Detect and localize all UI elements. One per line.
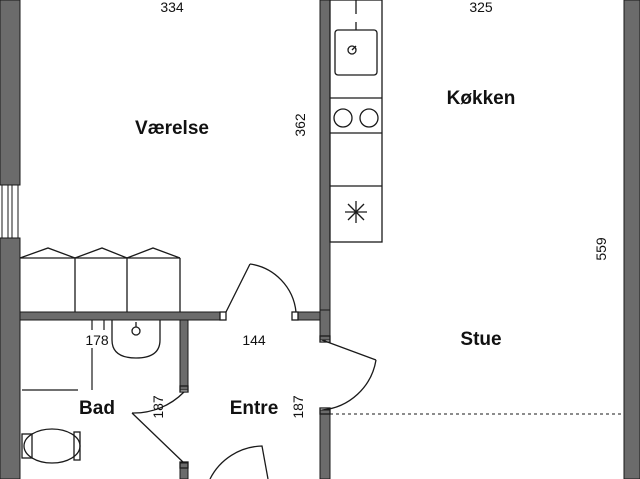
washbasin-icon	[111, 320, 161, 359]
bath-wall-lower	[179, 462, 189, 479]
room-label-kokken: Køkken	[447, 88, 516, 109]
door-bad-leaf	[131, 412, 185, 464]
dim-entre-depth: 187	[290, 395, 306, 419]
toilet-icon	[21, 428, 81, 464]
partition-wall-left	[19, 311, 221, 321]
dim-vaerelse-depth: 362	[292, 113, 308, 137]
dim-bad-depth: 187	[150, 395, 166, 419]
right-wall	[623, 0, 640, 479]
dim-vaerelse-width: 334	[160, 0, 184, 15]
window-left	[1, 184, 19, 239]
room-label-stue: Stue	[460, 329, 501, 350]
bath-pipes	[22, 320, 105, 391]
fridge-icon	[345, 201, 367, 223]
room-label-entre: Entre	[230, 398, 279, 419]
dim-bad-width: 178	[85, 332, 109, 348]
dim-kokken-width: 325	[469, 0, 493, 15]
door-stue-leaf	[321, 339, 377, 361]
door-vaerelse-leaf	[225, 263, 251, 313]
dim-stue-depth: 559	[593, 237, 609, 261]
bath-wall-upper	[179, 319, 189, 391]
doors	[131, 263, 377, 479]
center-wall-middle	[319, 309, 331, 341]
sink-icon	[334, 0, 378, 76]
stove-icon	[333, 108, 379, 128]
left-wall-lower	[0, 237, 21, 479]
dim-entre-width: 144	[242, 332, 266, 348]
partition-wall-right	[297, 311, 321, 321]
left-wall-upper	[0, 0, 21, 186]
room-label-bad: Bad	[79, 398, 115, 419]
center-wall-lower	[319, 409, 331, 479]
wardrobe	[19, 247, 181, 312]
room-label-vaerelse: Værelse	[135, 118, 209, 139]
center-wall-upper	[319, 0, 331, 321]
front-door-arc	[209, 445, 269, 479]
